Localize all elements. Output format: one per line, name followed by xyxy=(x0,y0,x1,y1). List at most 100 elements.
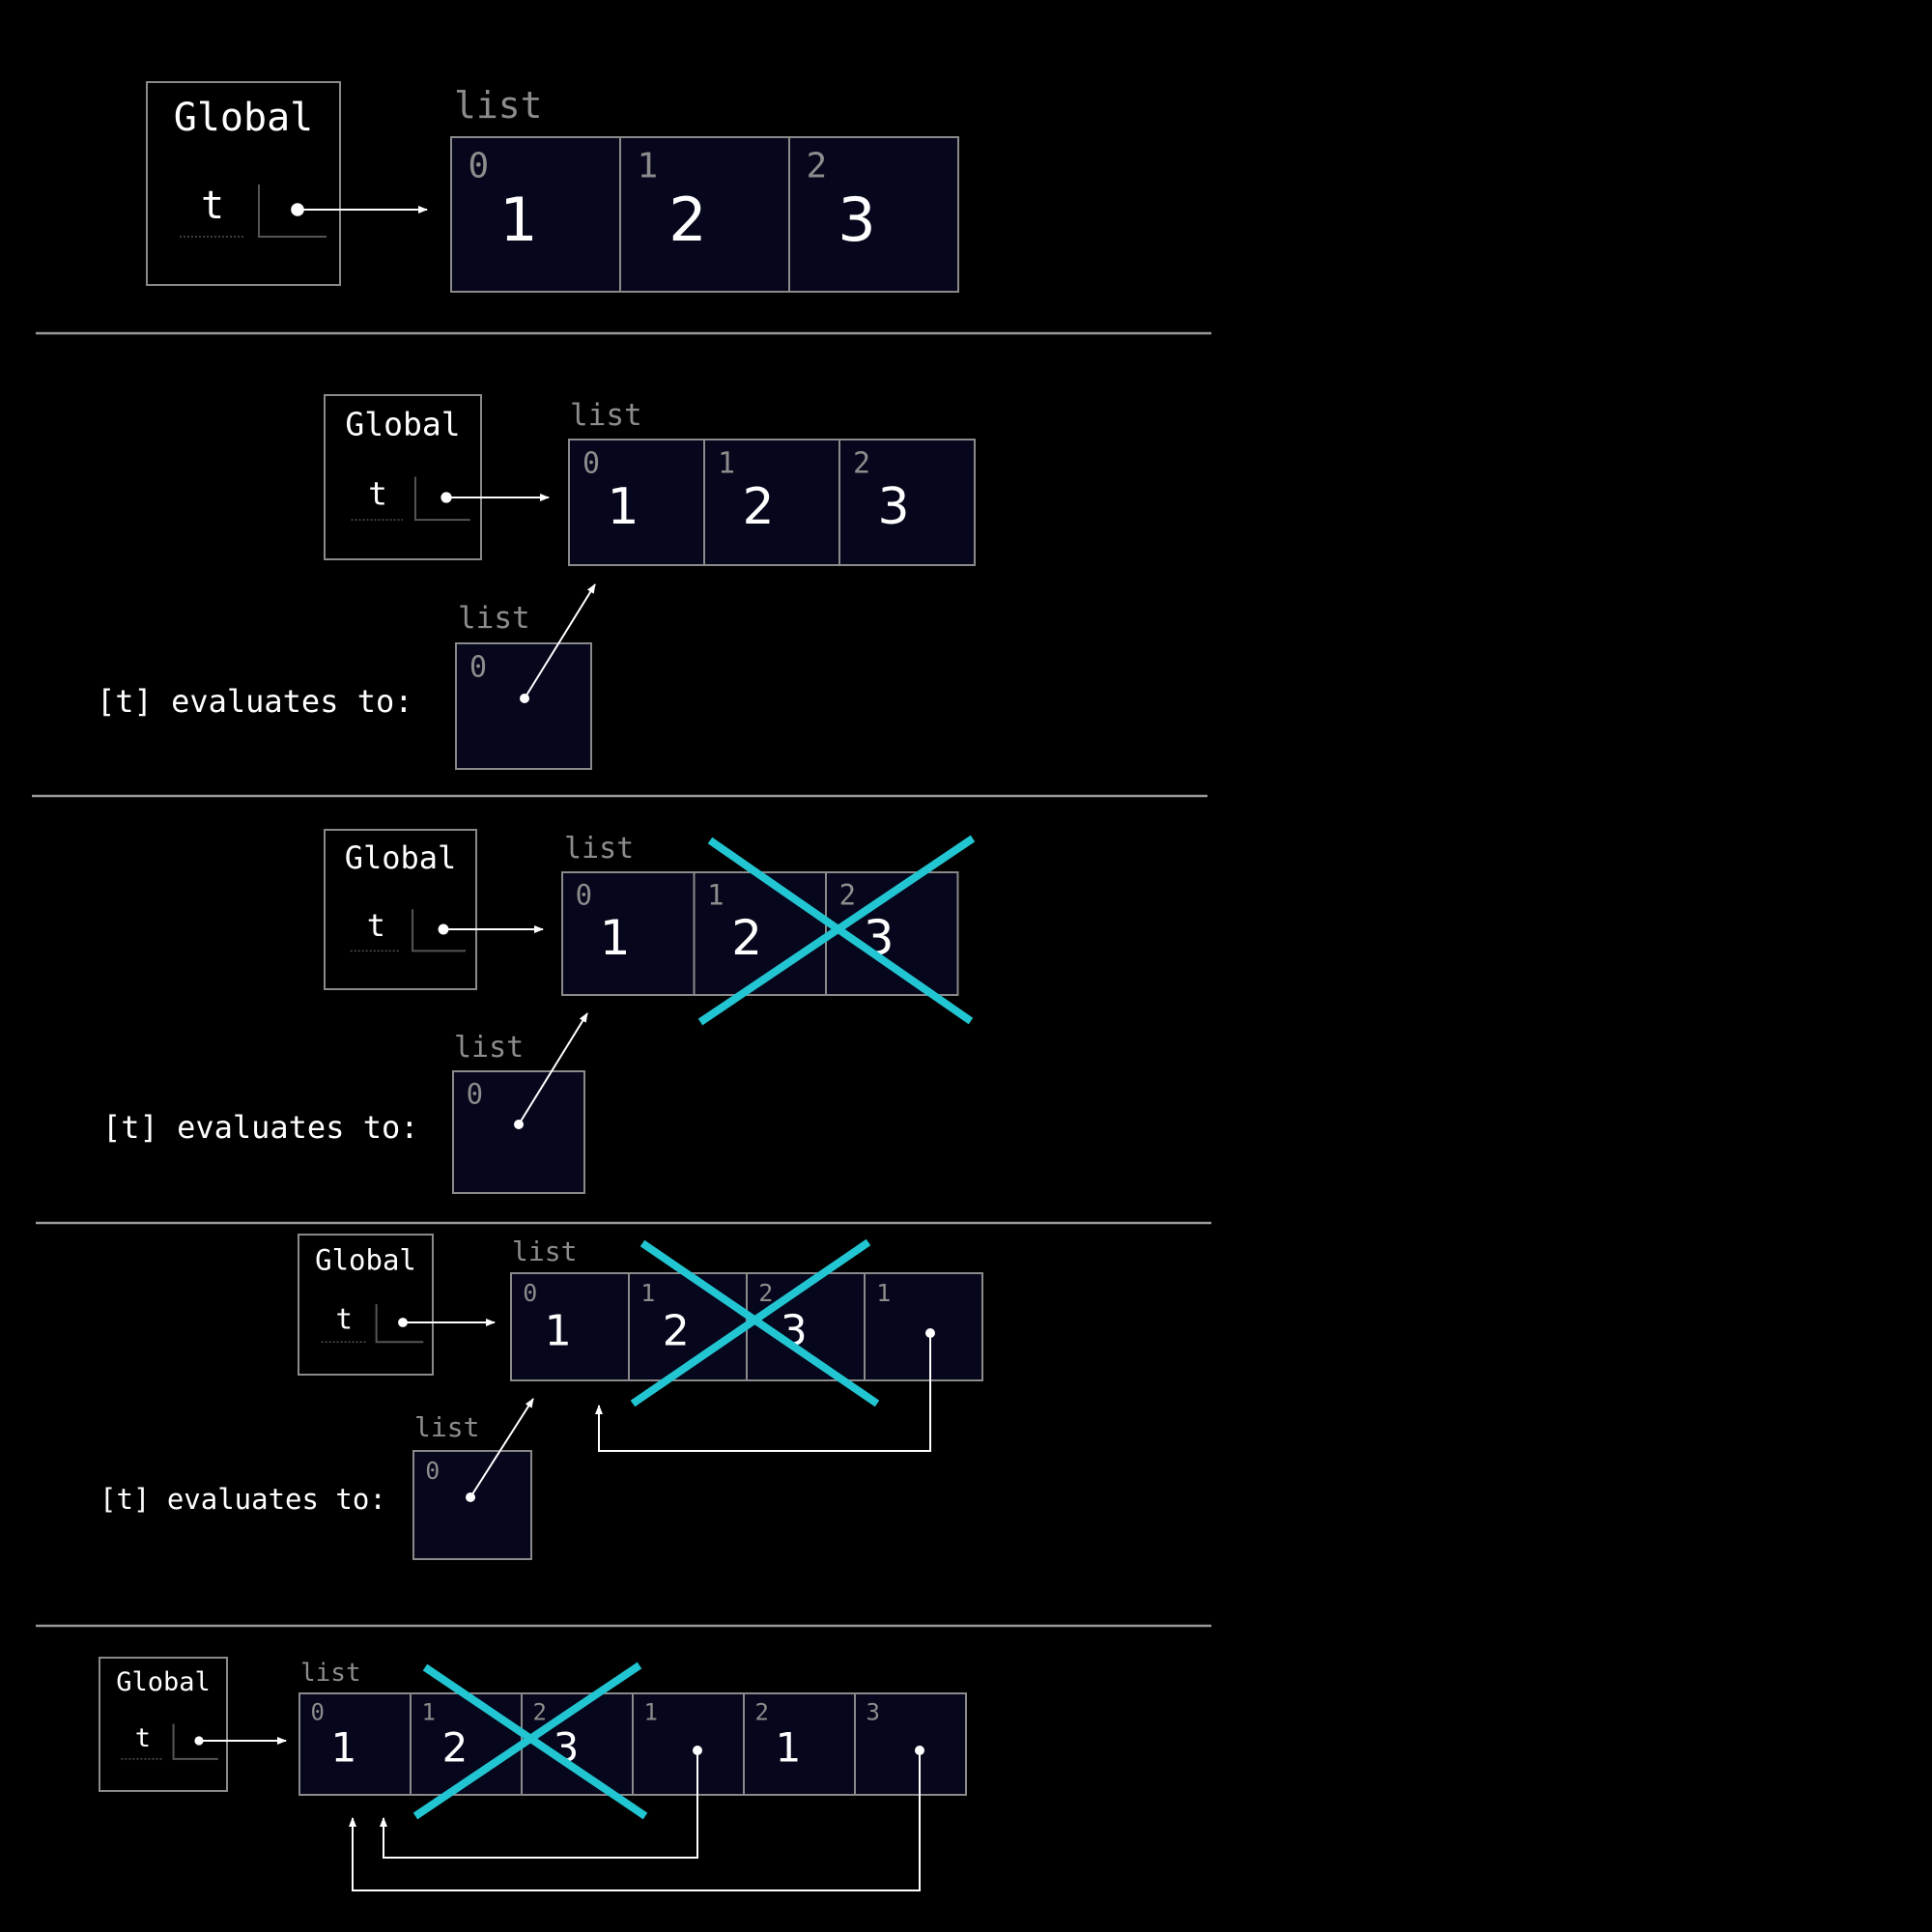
global-frame-box xyxy=(298,1234,434,1376)
list-cell-index: 2 xyxy=(807,146,828,185)
list-cell: 01 xyxy=(450,136,621,293)
eval-list-cell-box xyxy=(412,1450,532,1560)
list-cell-index: 0 xyxy=(523,1279,537,1307)
list-cell-box xyxy=(632,1692,745,1796)
variable-name: t xyxy=(201,184,224,228)
list-cell: 23 xyxy=(788,136,959,293)
eval-pointer-arrow xyxy=(518,1012,588,1125)
global-frame-title: Global xyxy=(345,839,457,876)
variable-name: t xyxy=(367,907,385,944)
value-slot xyxy=(413,476,470,522)
list-cell-index: 1 xyxy=(640,1279,655,1307)
global-frame-box xyxy=(324,394,482,560)
list-cell-value: 1 xyxy=(545,1306,572,1355)
list-cell-value: 1 xyxy=(776,1723,802,1771)
list-cell: 23 xyxy=(838,439,976,566)
list-cell-value: 1 xyxy=(607,478,639,536)
eval-list-cell-index: 0 xyxy=(467,1077,483,1110)
list-cell-value: 2 xyxy=(742,478,774,536)
eval-list-cell-index: 0 xyxy=(469,651,487,685)
eval-label: [t] evaluates to: xyxy=(99,1483,386,1516)
list-cell: 1 xyxy=(864,1272,983,1381)
list-cell-value: 1 xyxy=(331,1723,357,1771)
global-frame-box xyxy=(99,1657,228,1792)
list-cell-value: 1 xyxy=(600,910,631,966)
list-cell-index: 3 xyxy=(867,1699,880,1726)
list-cell: 3 xyxy=(854,1692,967,1796)
list-cell: 01 xyxy=(510,1272,630,1381)
cross-out-mark xyxy=(412,1662,648,1820)
list-cell-index: 1 xyxy=(422,1699,436,1726)
eval-pointer-arrow xyxy=(524,583,596,699)
cross-out-mark xyxy=(697,835,976,1026)
list-cell: 12 xyxy=(619,136,790,293)
global-frame-title: Global xyxy=(116,1667,211,1697)
list-cell-index: 2 xyxy=(853,447,870,481)
list-cell-value: 3 xyxy=(838,185,875,255)
list-label: list xyxy=(570,398,642,433)
list-cell: 12 xyxy=(693,871,827,996)
list-cell-index: 2 xyxy=(755,1699,769,1726)
list-cell-box xyxy=(693,871,827,996)
value-slot xyxy=(375,1304,424,1344)
list-label: list xyxy=(564,832,634,866)
eval-pointer-arrow xyxy=(469,1398,534,1498)
list-cell-value: 2 xyxy=(442,1723,469,1771)
global-frame: Global t xyxy=(324,394,550,560)
eval-list-cell-box xyxy=(452,1070,585,1194)
global-frame-title: Global xyxy=(345,405,460,442)
list-cell-value: 2 xyxy=(668,185,706,255)
list-label: list xyxy=(300,1659,361,1688)
global-frame: Global t xyxy=(298,1234,496,1376)
list-label: list xyxy=(512,1236,577,1267)
self-reference-arrow xyxy=(349,1750,921,1891)
variable-name: t xyxy=(336,1302,353,1335)
eval-list-label: list xyxy=(414,1411,479,1443)
list-cell: 1 xyxy=(632,1692,745,1796)
cross-out-stroke xyxy=(422,1663,648,1820)
list-cell-box xyxy=(298,1692,412,1796)
list-cell-index: 0 xyxy=(469,146,490,185)
list-cell: 01 xyxy=(568,439,705,566)
list-cell: 21 xyxy=(743,1692,856,1796)
global-frame-title: Global xyxy=(315,1243,416,1276)
list-cell-value: 1 xyxy=(499,185,537,255)
list-cell-index: 1 xyxy=(638,146,659,185)
cross-out-stroke xyxy=(412,1662,642,1820)
value-slot xyxy=(258,185,327,238)
eval-list-label: list xyxy=(454,1031,524,1065)
cross-out-stroke xyxy=(639,1239,880,1407)
list-cell-index: 0 xyxy=(311,1699,325,1726)
eval-list-cell-box xyxy=(455,642,592,770)
list-cell-box xyxy=(864,1272,983,1381)
self-reference xyxy=(349,1746,924,1891)
eval-list-label: list xyxy=(458,601,530,636)
list-cell-box xyxy=(510,1272,630,1381)
self-reference-arrow xyxy=(380,1750,698,1859)
self-reference xyxy=(380,1746,702,1859)
list-cell-box xyxy=(703,439,840,566)
list-cell-index: 1 xyxy=(644,1699,658,1726)
variable-name: t xyxy=(135,1723,151,1753)
cross-out-stroke xyxy=(697,835,976,1026)
list-cell-box xyxy=(854,1692,967,1796)
list-cell-box xyxy=(568,439,705,566)
list-cell-index: 1 xyxy=(718,447,735,481)
list-cell-box xyxy=(743,1692,856,1796)
self-reference xyxy=(595,1328,935,1452)
list-cell-box xyxy=(788,136,959,293)
list-cell: 01 xyxy=(561,871,696,996)
variable-name: t xyxy=(368,474,387,512)
global-frame-title: Global xyxy=(174,96,314,140)
